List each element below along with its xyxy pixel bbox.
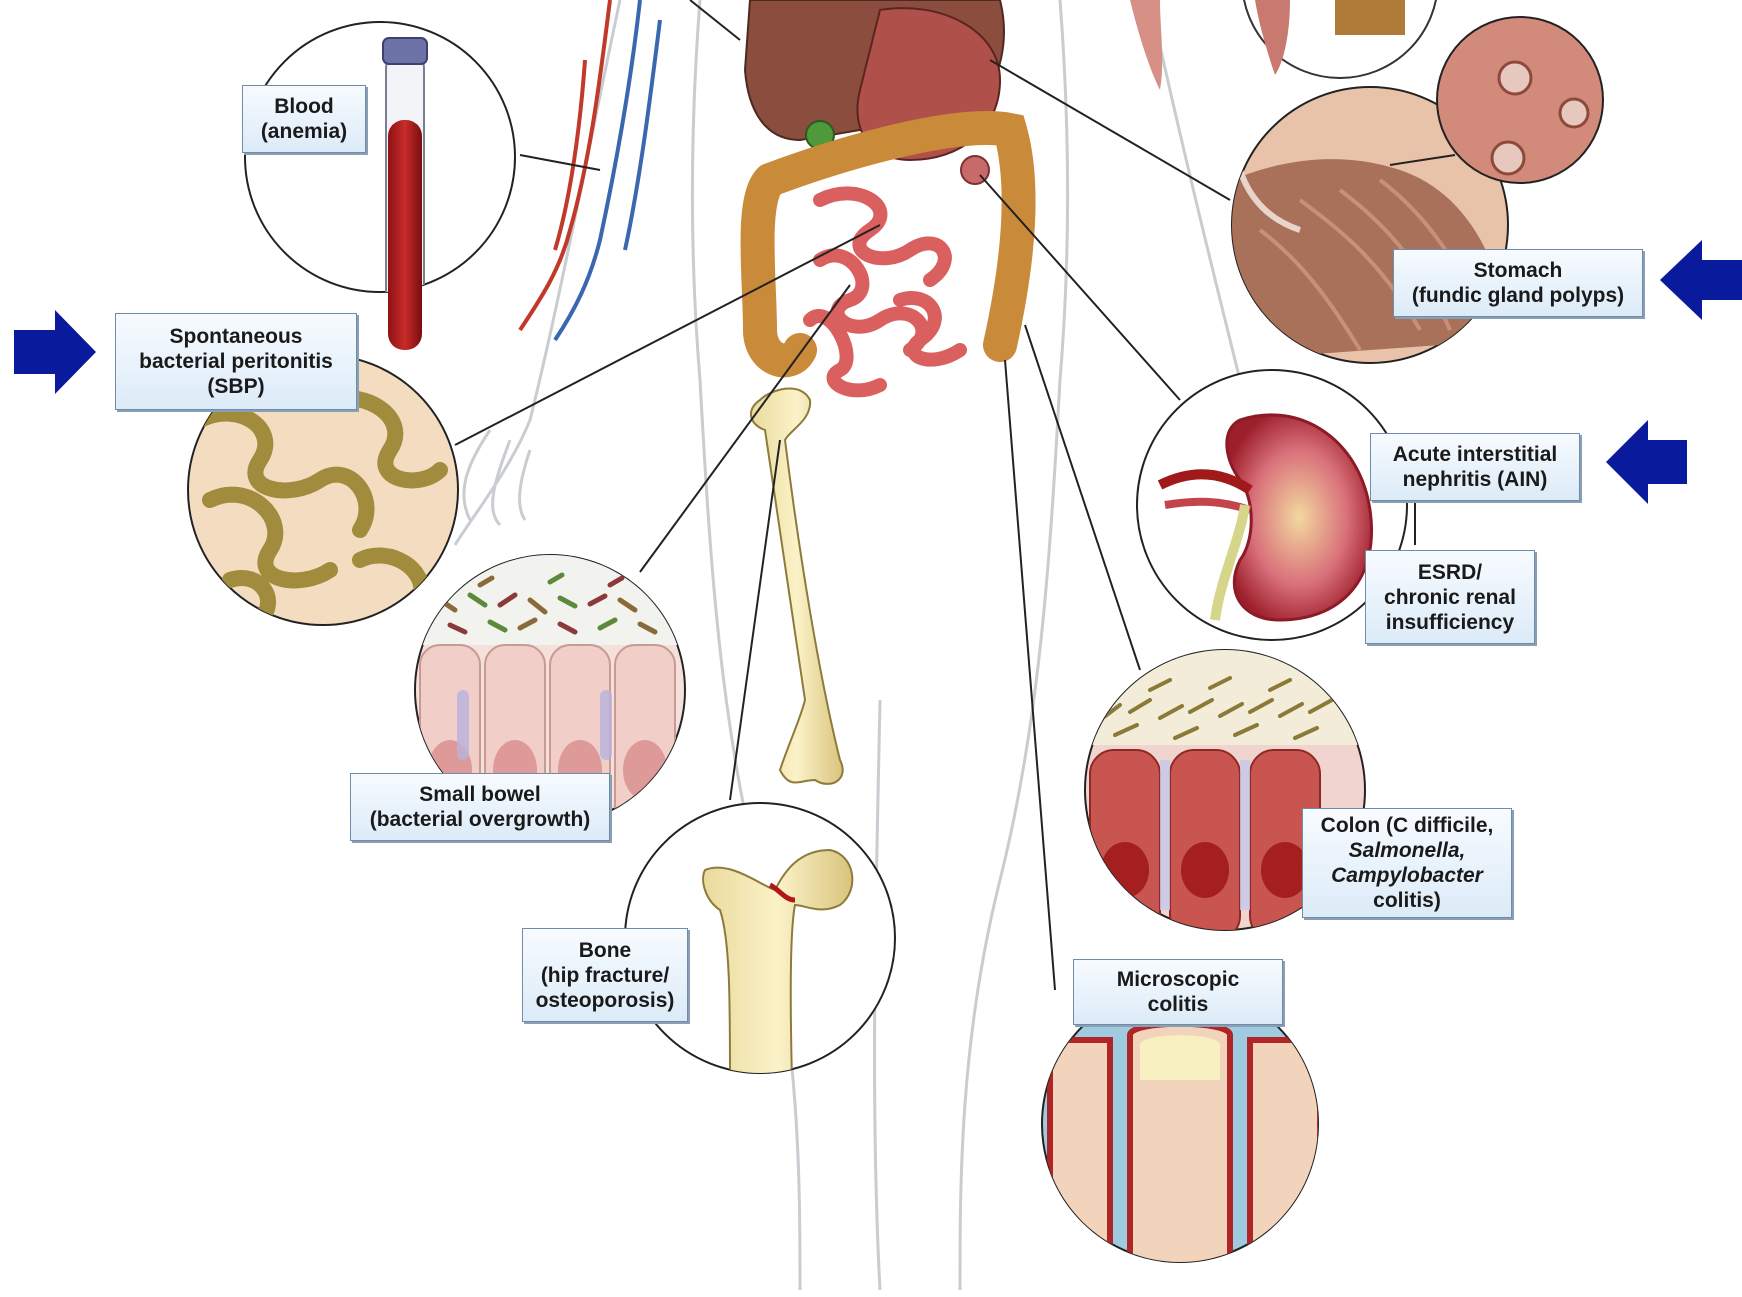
abdominal-organs <box>745 0 1019 390</box>
bone-label: Bone (hip fracture/ osteoporosis) <box>522 928 688 1022</box>
sbp-arrow <box>14 310 96 394</box>
colon-label-line: Salmonella, <box>1321 838 1494 863</box>
blood-label-line: Blood <box>261 94 347 119</box>
small-bowel-label-line: Small bowel <box>370 782 591 807</box>
stomach-label: Stomach (fundic gland polyps) <box>1393 249 1643 317</box>
bone-label-line: (hip fracture/ <box>536 963 675 988</box>
sbp-label-line: bacterial peritonitis <box>139 349 333 374</box>
arm-vessels <box>520 0 660 340</box>
stomach-label-line: (fundic gland polyps) <box>1412 283 1624 308</box>
blood-label-line: (anemia) <box>261 119 347 144</box>
muscle-circle <box>1130 0 1438 90</box>
colon-label-line: Colon (C difficile, <box>1321 813 1494 838</box>
bone-label-line: Bone <box>536 938 675 963</box>
ain-label-line: nephritis (AIN) <box>1393 467 1558 492</box>
microscopic-label-line: colitis <box>1117 992 1240 1017</box>
ain-label-line: Acute interstitial <box>1393 442 1558 467</box>
colon-label-line: colitis) <box>1321 888 1494 913</box>
stomach-label-line: Stomach <box>1412 258 1624 283</box>
sbp-label-line: (SBP) <box>139 374 333 399</box>
blood-label: Blood (anemia) <box>242 85 366 153</box>
esrd-label: ESRD/ chronic renal insufficiency <box>1365 550 1535 644</box>
sbp-label: Spontaneous bacterial peritonitis (SBP) <box>115 313 357 410</box>
blood-circle <box>245 22 515 350</box>
femur-illustration <box>751 388 843 783</box>
esrd-label-line: ESRD/ <box>1384 560 1516 585</box>
small-bowel-label-line: (bacterial overgrowth) <box>370 807 591 832</box>
sbp-label-line: Spontaneous <box>139 324 333 349</box>
microscopic-label: Microscopic colitis <box>1073 959 1283 1025</box>
microscopic-circle <box>1042 986 1320 1270</box>
microscopic-label-line: Microscopic <box>1117 967 1240 992</box>
ain-arrow <box>1606 420 1687 504</box>
esrd-label-line: insufficiency <box>1384 610 1516 635</box>
bone-label-line: osteoporosis) <box>536 988 675 1013</box>
esrd-label-line: chronic renal <box>1384 585 1516 610</box>
colon-label: Colon (C difficile, Salmonella, Campylob… <box>1302 808 1512 918</box>
small-bowel-label: Small bowel (bacterial overgrowth) <box>350 773 610 841</box>
colon-label-line: Campylobacter <box>1321 863 1494 888</box>
stomach-arrow <box>1660 240 1742 320</box>
polyp-circle <box>1437 17 1603 183</box>
ain-label: Acute interstitial nephritis (AIN) <box>1370 433 1580 501</box>
